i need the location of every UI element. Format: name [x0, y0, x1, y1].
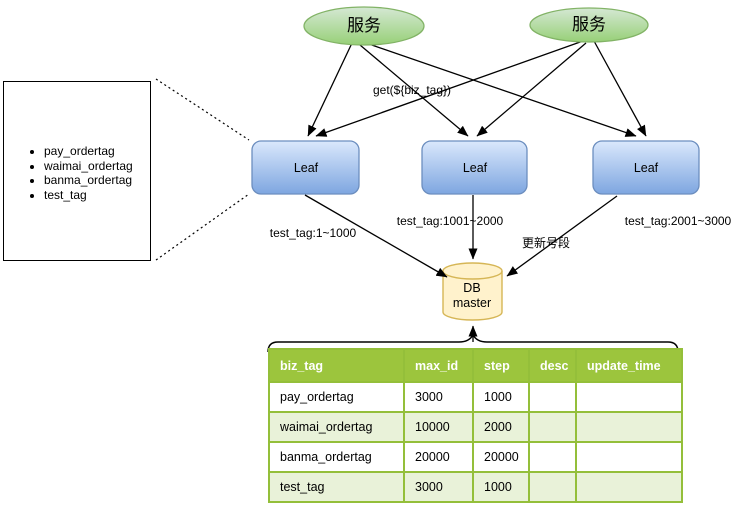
tag-list-item: pay_ordertag	[44, 144, 150, 159]
tag-list-item: waimai_ordertag	[44, 159, 150, 174]
cell-max-id: 3000	[403, 381, 474, 413]
edge-label-get-biztag: get(${biz_tag})	[372, 83, 452, 97]
biz-tag-table: biz_tag max_id step desc update_time pay…	[268, 348, 683, 503]
edge-service1-leaf1	[307, 42, 353, 137]
edge-service2-leaf2	[476, 42, 587, 137]
db-master-label: DB master	[453, 281, 491, 311]
cell-biz-tag: pay_ordertag	[268, 381, 405, 413]
leaf-node-label-2: Leaf	[462, 161, 488, 175]
cell-desc	[528, 411, 577, 443]
cell-desc	[528, 471, 577, 503]
cell-step: 1000	[472, 381, 530, 413]
edge-label-leaf3-range: test_tag:2001~3000	[624, 214, 732, 228]
service-node-label-1: 服务	[347, 16, 381, 35]
edge-service2-leaf1	[315, 40, 584, 137]
leaf-node-2	[421, 140, 528, 195]
col-header-biz-tag: biz_tag	[268, 348, 405, 383]
tag-list-callout: pay_ordertag waimai_ordertag banma_order…	[3, 81, 151, 261]
cell-step: 2000	[472, 411, 530, 443]
tag-list-item: banma_ordertag	[44, 173, 150, 188]
edge-service1-leaf2	[359, 44, 469, 137]
cell-biz-tag: banma_ordertag	[268, 441, 405, 473]
service-node-2	[529, 7, 649, 43]
cell-step: 20000	[472, 441, 530, 473]
cell-max-id: 10000	[403, 411, 474, 443]
col-header-desc: desc	[528, 348, 577, 383]
edge-label-update-segment: 更新号段	[521, 236, 571, 250]
cell-max-id: 20000	[403, 441, 474, 473]
edge-leaf3-db	[506, 195, 618, 277]
db-label-line1: DB	[463, 281, 481, 295]
edge-leaf1-db	[304, 194, 448, 278]
col-header-update-time: update_time	[575, 348, 683, 383]
edge-label-leaf2-range: test_tag:1001~2000	[396, 214, 504, 228]
table-row: pay_ordertag 3000 1000	[268, 381, 683, 413]
table-row: test_tag 3000 1000	[268, 471, 683, 503]
col-header-step: step	[472, 348, 530, 383]
table-row: waimai_ordertag 10000 2000	[268, 411, 683, 443]
cell-max-id: 3000	[403, 471, 474, 503]
service-node-1	[303, 6, 425, 46]
cell-step: 1000	[472, 471, 530, 503]
cell-update-time	[575, 441, 683, 473]
cell-update-time	[575, 471, 683, 503]
cell-update-time	[575, 411, 683, 443]
tag-list: pay_ordertag waimai_ordertag banma_order…	[4, 144, 150, 202]
table-header-row: biz_tag max_id step desc update_time	[268, 348, 683, 383]
leaf-node-label-3: Leaf	[633, 161, 659, 175]
cell-biz-tag: test_tag	[268, 471, 405, 503]
cell-update-time	[575, 381, 683, 413]
callout-connector-bottom	[155, 193, 250, 261]
cell-biz-tag: waimai_ordertag	[268, 411, 405, 443]
callout-connector-top	[155, 78, 250, 141]
leaf-node-label-1: Leaf	[293, 161, 319, 175]
service-node-label-2: 服务	[572, 15, 606, 34]
edge-service2-leaf3	[593, 40, 647, 137]
leaf-node-1	[251, 140, 360, 195]
db-label-line2: master	[452, 296, 492, 310]
tag-list-item: test_tag	[44, 188, 150, 203]
table-row: banma_ordertag 20000 20000	[268, 441, 683, 473]
edge-label-leaf1-range: test_tag:1~1000	[269, 226, 357, 240]
leaf-node-3	[592, 140, 700, 195]
edge-service1-leaf3	[365, 42, 637, 137]
col-header-max-id: max_id	[403, 348, 474, 383]
cell-desc	[528, 441, 577, 473]
cell-desc	[528, 381, 577, 413]
